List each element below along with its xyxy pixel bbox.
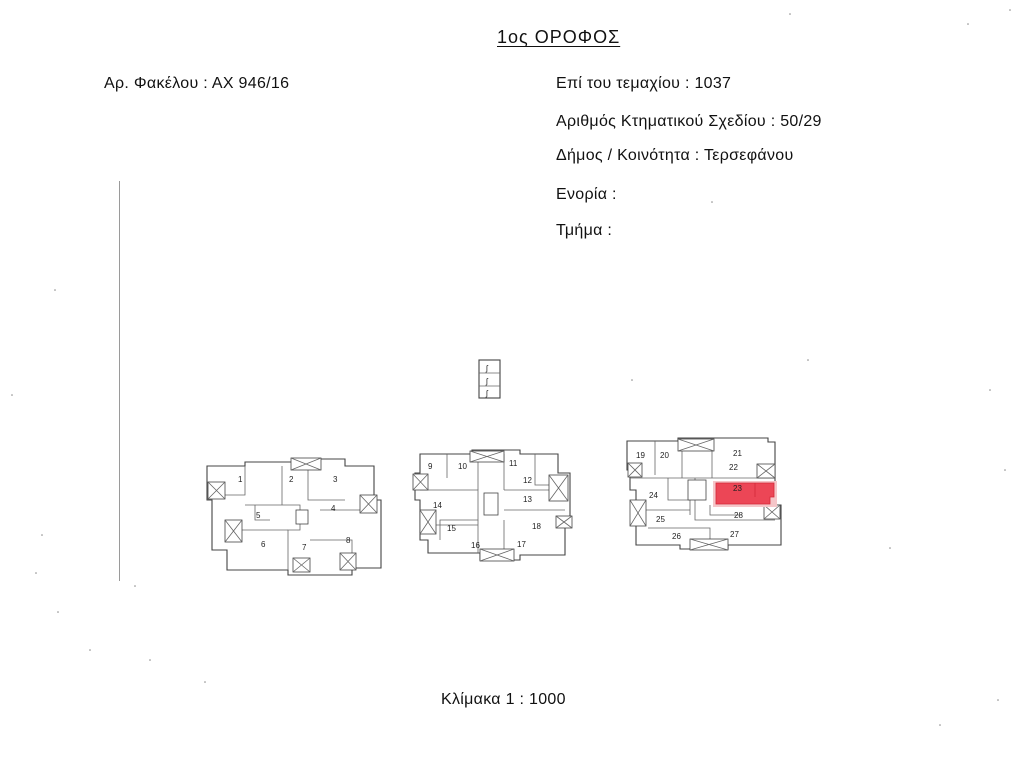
unit-23: 23 <box>733 484 742 493</box>
scan-dots <box>11 9 1011 726</box>
block-b: 9 10 11 12 13 14 15 16 17 18 <box>412 449 573 562</box>
unit-27: 27 <box>730 530 739 539</box>
unit-16: 16 <box>471 541 480 550</box>
svg-text:ʃ: ʃ <box>485 389 489 398</box>
unit-7: 7 <box>302 543 307 552</box>
municipality: Δήμος / Κοινότητα : Τερσεφάνου <box>556 147 794 164</box>
unit-18: 18 <box>532 522 541 531</box>
unit-2: 2 <box>289 475 294 484</box>
highlighted-unit <box>715 482 775 505</box>
unit-4: 4 <box>331 504 336 513</box>
unit-12: 12 <box>523 476 532 485</box>
unit-8: 8 <box>346 536 351 545</box>
unit-20: 20 <box>660 451 669 460</box>
unit-6: 6 <box>261 540 266 549</box>
unit-11: 11 <box>509 459 518 468</box>
unit-9: 9 <box>428 462 433 471</box>
unit-14: 14 <box>433 501 442 510</box>
svg-text:ʃ: ʃ <box>485 364 489 373</box>
scale-label: Κλίμακα 1 : 1000 <box>441 691 566 708</box>
parish: Ενορία : <box>556 186 617 203</box>
plot-number: Επί του τεμαχίου : 1037 <box>556 75 732 92</box>
unit-1: 1 <box>238 475 243 484</box>
section: Τμήμα : <box>556 222 613 239</box>
margin-line <box>119 181 120 581</box>
unit-25: 25 <box>656 515 665 524</box>
unit-21: 21 <box>733 449 742 458</box>
file-number: Αρ. Φακέλου : ΑΧ 946/16 <box>104 75 290 92</box>
cadastral-plan-number: Αριθμός Κτηματικού Σχεδίου : 50/29 <box>556 113 822 130</box>
unit-10: 10 <box>458 462 467 471</box>
stair-block: ʃ ʃ ʃ <box>478 359 501 399</box>
unit-26: 26 <box>672 532 681 541</box>
svg-text:ʃ: ʃ <box>485 377 489 386</box>
unit-28: 28 <box>734 511 743 520</box>
block-c: 19 20 21 22 23 24 25 26 27 28 <box>626 437 782 551</box>
unit-24: 24 <box>649 491 658 500</box>
page-title: 1ος ΟΡΟΦΟΣ <box>497 27 621 47</box>
unit-15: 15 <box>447 524 456 533</box>
unit-5: 5 <box>256 511 261 520</box>
unit-17: 17 <box>517 540 526 549</box>
unit-19: 19 <box>636 451 645 460</box>
unit-13: 13 <box>523 495 532 504</box>
block-a: 1 2 3 4 5 6 7 8 <box>206 457 382 576</box>
unit-22: 22 <box>729 463 738 472</box>
unit-3: 3 <box>333 475 338 484</box>
